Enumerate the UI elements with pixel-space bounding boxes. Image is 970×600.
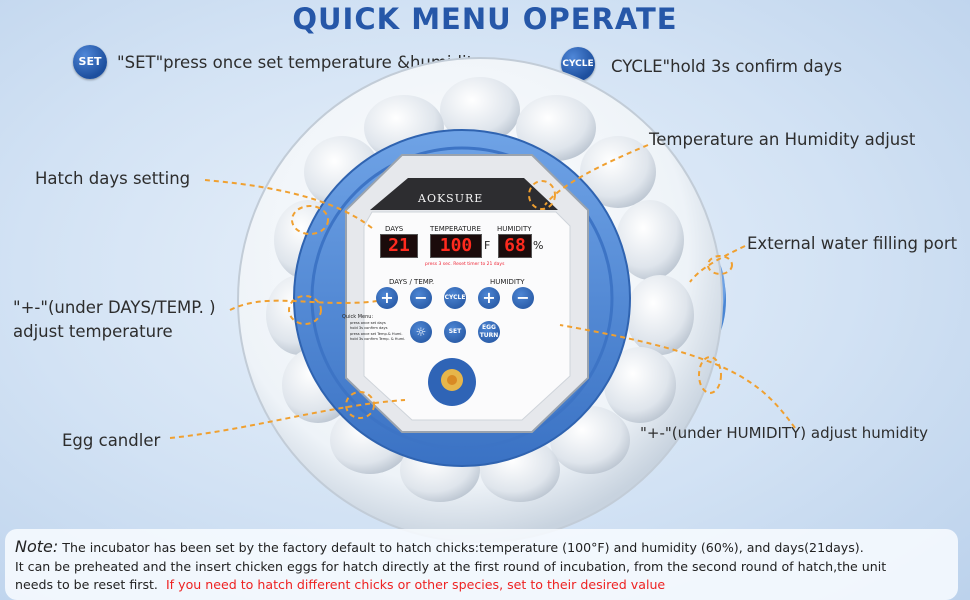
sun-icon: ☼: [415, 325, 427, 339]
cycle-button[interactable]: CYCLE: [444, 287, 466, 309]
set-button[interactable]: SET: [444, 321, 466, 343]
temperature-label: TEMPERATURE: [430, 225, 481, 233]
temperature-display: 100: [430, 234, 482, 258]
humidity-display: 68: [498, 234, 532, 258]
note-warning: If you need to hatch different chicks or…: [165, 577, 666, 592]
reset-hint: press 3 sec. Reset timer to 21 days: [425, 262, 505, 267]
quick-menu-line-4: hold 3s confirm Temp. & Humi.: [350, 337, 406, 341]
note-line-3: needs to be reset first.: [15, 577, 158, 592]
set-instruction: "SET"press once set temperature &humidit…: [117, 53, 483, 72]
callout-plus-minus-humidity: "+-"(under HUMIDITY) adjust humidity: [640, 424, 928, 442]
humidity-plus-button[interactable]: +: [478, 287, 500, 309]
callout-egg-candler: Egg candler: [62, 431, 161, 450]
callout-external-water: External water filling port: [747, 234, 958, 253]
humidity-group-label: HUMIDITY: [490, 278, 525, 286]
page-title: QUICK MENU OPERATE: [292, 2, 678, 36]
set-badge: SET: [73, 45, 107, 79]
quick-menu-line-1: press once set days: [350, 321, 386, 325]
temperature-unit: F: [484, 239, 491, 252]
days-temp-group-label: DAYS / TEMP.: [389, 278, 435, 286]
humidity-unit: %: [533, 239, 544, 252]
days-display: 21: [380, 234, 418, 258]
brand-logo: AOKSURE: [418, 192, 484, 205]
callout-temp-humidity-adjust: Temperature an Humidity adjust: [649, 130, 916, 149]
humidity-label: HUMIDITY: [497, 225, 532, 233]
quick-menu-line-3: press once set Temp.& Humi.: [350, 332, 403, 336]
days-label: DAYS: [385, 225, 404, 233]
note-line-2: It can be preheated and the insert chick…: [15, 559, 887, 574]
days-temp-minus-button[interactable]: −: [410, 287, 432, 309]
quick-menu-title: Quick Menu:: [342, 314, 374, 320]
note-label: Note:: [15, 537, 59, 556]
humidity-minus-button[interactable]: −: [512, 287, 534, 309]
egg-turn-button[interactable]: EGG TURN: [478, 321, 500, 343]
cycle-instruction: CYCLE"hold 3s confirm days: [611, 57, 843, 76]
quick-menu-line-2: hold 3s confirm days: [350, 326, 388, 330]
callout-plus-minus-temp-line1: "+-"(under DAYS/TEMP. ): [13, 298, 216, 317]
light-button[interactable]: ☼: [410, 321, 432, 343]
note-box: Note: The incubator has been set by the …: [5, 529, 958, 600]
callout-hatch-days: Hatch days setting: [35, 169, 191, 188]
note-line-1: The incubator has been set by the factor…: [58, 540, 864, 555]
days-temp-plus-button[interactable]: +: [376, 287, 398, 309]
callout-plus-minus-temp-line2: adjust temperature: [13, 322, 173, 341]
